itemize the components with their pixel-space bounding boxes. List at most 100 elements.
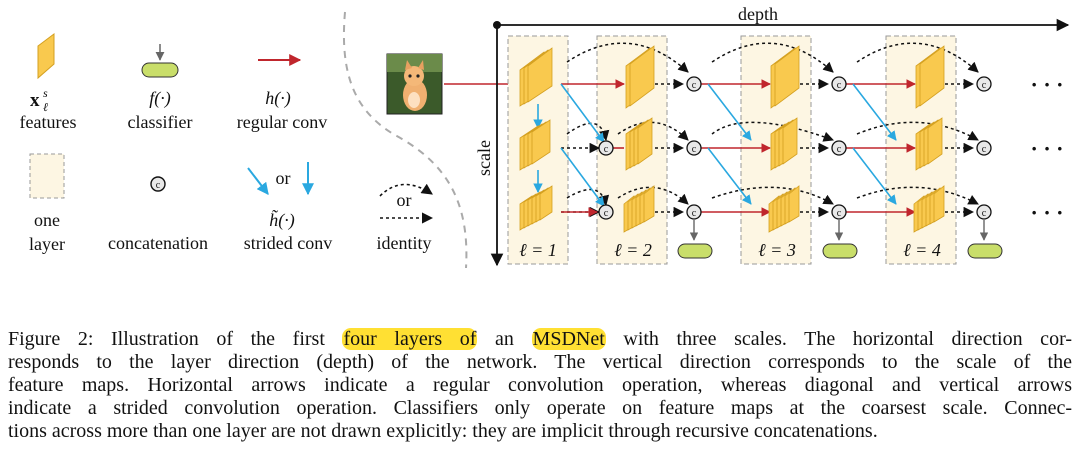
feature-l1-s3 bbox=[519, 185, 553, 231]
caption-line: feature maps. Horizontal arrows indicate… bbox=[8, 374, 1072, 397]
axes: depth scale bbox=[474, 4, 1070, 267]
strided-diagonal-arrow-icon bbox=[247, 167, 269, 195]
regular-conv-label: regular conv bbox=[237, 112, 327, 132]
regular-conv-legend: h(·) regular conv bbox=[237, 54, 327, 132]
layer-label-1: one bbox=[34, 210, 60, 230]
svg-text:c: c bbox=[156, 180, 161, 191]
concat-a-s1: c bbox=[686, 76, 702, 92]
feature-l4-s3 bbox=[913, 185, 945, 233]
concat-c-s3: c bbox=[976, 204, 992, 220]
svg-text:c: c bbox=[837, 144, 842, 155]
svg-text:c: c bbox=[604, 144, 609, 155]
svg-text:c: c bbox=[692, 144, 697, 155]
concat-b-s3: c bbox=[831, 204, 847, 220]
concat-b-s2: c bbox=[831, 140, 847, 156]
svg-text:c: c bbox=[982, 80, 987, 91]
concat-l2-s2: c bbox=[598, 140, 614, 156]
feature-l2-s2 bbox=[625, 117, 653, 171]
classifier-1 bbox=[677, 243, 713, 259]
caption-text: with three scales. The horizontal direct… bbox=[605, 328, 1072, 350]
caption-line: tions across more than one layer are not… bbox=[8, 420, 1072, 443]
legend-separator bbox=[342, 11, 468, 269]
caption-highlight: MSDNet bbox=[531, 328, 606, 350]
input-image bbox=[386, 53, 443, 115]
concat-c-s1: c bbox=[976, 76, 992, 92]
classifier-2 bbox=[822, 243, 858, 259]
msdnet-figure: x ℓ s features f(·) classifier h(·) regu… bbox=[20, 4, 1070, 269]
concatenation-label: concatenation bbox=[108, 233, 208, 253]
feature-l3-s2 bbox=[770, 117, 798, 171]
strided-or: or bbox=[276, 168, 291, 188]
strided-conv-symbol: h̃(·) bbox=[269, 209, 295, 231]
feature-l2-s3 bbox=[623, 185, 655, 233]
concat-nodes: c c c c c c c c c c c bbox=[598, 76, 992, 220]
ellipsis-s2: · · · bbox=[1030, 136, 1063, 161]
features-superscript: s bbox=[43, 86, 48, 100]
caption-text: indicate a strided convolution operation… bbox=[8, 397, 1072, 419]
caption-text: responds to the layer direction (depth) … bbox=[8, 351, 1072, 373]
identity-legend: or identity bbox=[377, 183, 434, 253]
svg-text:c: c bbox=[982, 208, 987, 219]
classifier-legend: f(·) classifier bbox=[128, 44, 193, 132]
concatenation-legend: c concatenation bbox=[108, 176, 208, 253]
layer-box-icon bbox=[29, 153, 65, 199]
features-subscript: ℓ bbox=[43, 100, 48, 114]
classifiers bbox=[677, 243, 1003, 259]
layer-label-l3: ℓ = 3 bbox=[758, 240, 796, 260]
caption-line: Figure 2: Illustration of the first four… bbox=[8, 328, 1072, 351]
feature-l3-s1 bbox=[770, 45, 800, 109]
ellipsis-s3: · · · bbox=[1030, 200, 1063, 225]
figure-caption: Figure 2: Illustration of the first four… bbox=[8, 328, 1072, 443]
identity-label: identity bbox=[377, 233, 432, 253]
feature-l3-s3 bbox=[768, 185, 800, 233]
strided-conv-label: strided conv bbox=[244, 233, 332, 253]
concatenation-icon bbox=[150, 176, 166, 192]
layer-label-l4: ℓ = 4 bbox=[903, 240, 941, 260]
features-symbol: x bbox=[30, 90, 40, 111]
depth-label: depth bbox=[738, 4, 778, 24]
caption-line: responds to the layer direction (depth) … bbox=[8, 351, 1072, 374]
legend: x ℓ s features f(·) classifier h(·) regu… bbox=[20, 33, 434, 254]
concat-b-s1: c bbox=[831, 76, 847, 92]
layer-label-l2: ℓ = 2 bbox=[614, 240, 652, 260]
ellipses: · · · · · · · · · bbox=[1030, 72, 1063, 225]
layer-label-l1: ℓ = 1 bbox=[519, 240, 557, 260]
scale-label: scale bbox=[474, 140, 494, 176]
caption-line: indicate a strided convolution operation… bbox=[8, 397, 1072, 420]
identity-or: or bbox=[397, 190, 412, 210]
svg-text:c: c bbox=[982, 144, 987, 155]
concat-l2-s3: c bbox=[598, 204, 614, 220]
feature-l1-s1 bbox=[519, 47, 553, 107]
caption-text: Figure 2: Illustration of the first bbox=[8, 328, 343, 350]
caption-text: an bbox=[477, 328, 532, 350]
layer-boxes bbox=[507, 35, 957, 265]
layer-legend: one layer bbox=[29, 153, 65, 254]
feature-map-icon bbox=[37, 33, 55, 80]
caption-text: tions across more than one layer are not… bbox=[8, 420, 878, 442]
caption-highlight: four layers of bbox=[342, 328, 478, 350]
concat-c-s2: c bbox=[976, 140, 992, 156]
regular-conv-symbol: h(·) bbox=[265, 88, 291, 109]
features-legend: x ℓ s features bbox=[20, 33, 77, 132]
svg-text:c: c bbox=[604, 208, 609, 219]
feature-maps bbox=[519, 45, 945, 233]
caption-text: feature maps. Horizontal arrows indicate… bbox=[8, 374, 1072, 396]
classifier-symbol: f(·) bbox=[149, 88, 171, 109]
classifier-label: classifier bbox=[128, 112, 193, 132]
feature-l4-s2 bbox=[915, 117, 943, 171]
ellipsis-s1: · · · bbox=[1030, 72, 1063, 97]
svg-text:c: c bbox=[837, 80, 842, 91]
classifier-icon bbox=[141, 62, 179, 78]
classifier-3 bbox=[967, 243, 1003, 259]
feature-l4-s1 bbox=[915, 45, 945, 109]
svg-text:c: c bbox=[692, 80, 697, 91]
feature-l1-s2 bbox=[519, 119, 551, 171]
features-label: features bbox=[20, 112, 77, 132]
strided-conv-legend: or h̃(·) strided conv bbox=[244, 162, 332, 253]
concat-a-s3: c bbox=[686, 204, 702, 220]
svg-text:c: c bbox=[837, 208, 842, 219]
layer-labels: ℓ = 1 ℓ = 2 ℓ = 3 ℓ = 4 bbox=[519, 240, 941, 260]
concat-a-s2: c bbox=[686, 140, 702, 156]
feature-l2-s1 bbox=[625, 45, 655, 109]
layer-label-2: layer bbox=[29, 234, 65, 254]
